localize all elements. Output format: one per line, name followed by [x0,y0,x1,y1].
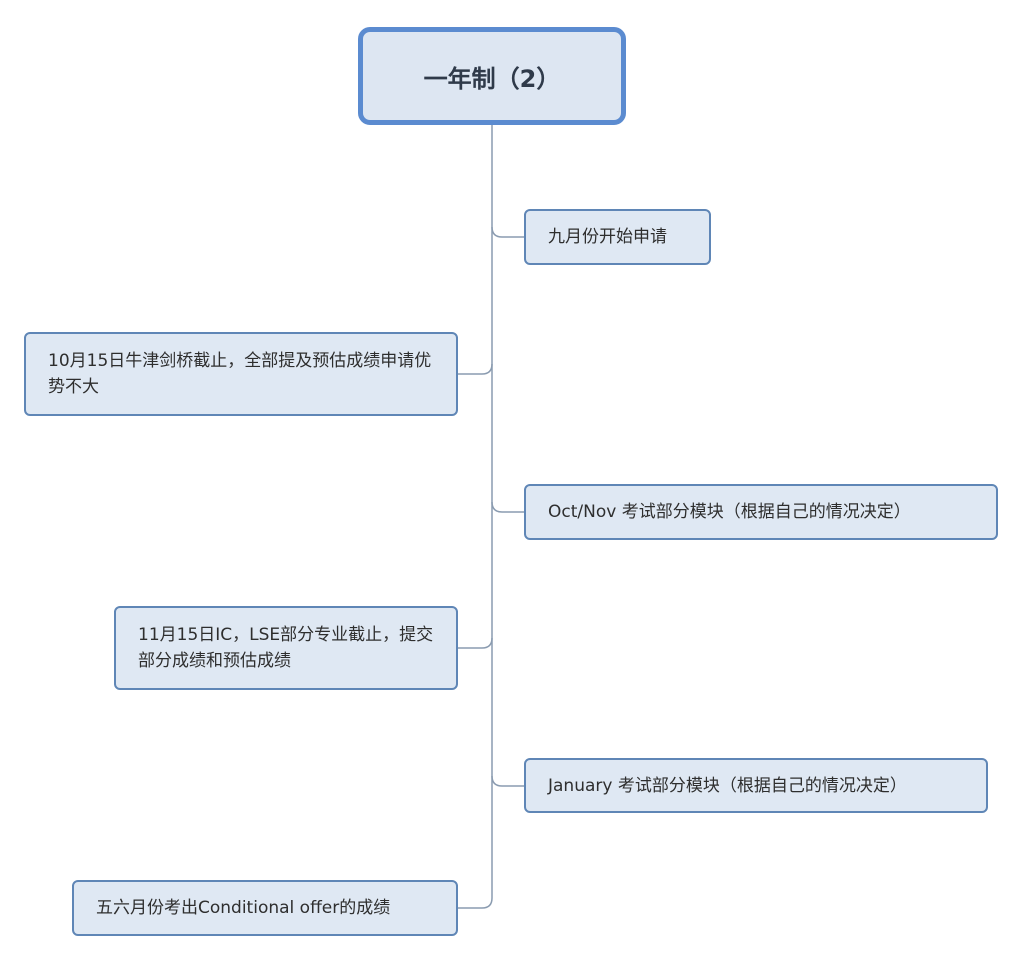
root-topic-label: 一年制（2） [423,64,561,93]
topic-oxbridge-deadline[interactable]: 10月15日牛津剑桥截止，全部提及预估成绩申请优势不大 [24,332,458,416]
spine-line [458,125,493,909]
topic-label: 11月15日IC，LSE部分专业截止，提交部分成绩和预估成绩 [138,625,434,671]
connector-5 [491,775,524,787]
connector-1 [491,226,524,238]
topic-conditional-offer[interactable]: 五六月份考出Conditional offer的成绩 [72,880,458,936]
topic-september-apply[interactable]: 九月份开始申请 [524,209,711,265]
topic-ic-lse-deadline[interactable]: 11月15日IC，LSE部分专业截止，提交部分成绩和预估成绩 [114,606,458,690]
topic-label: January 考试部分模块（根据自己的情况决定） [548,775,907,796]
topic-january-exams[interactable]: January 考试部分模块（根据自己的情况决定） [524,758,988,813]
connector-3 [491,501,524,513]
connector-4 [458,637,493,649]
topic-label: Oct/Nov 考试部分模块（根据自己的情况决定） [548,502,911,522]
topic-label: 五六月份考出Conditional offer的成绩 [96,898,391,918]
connector-2 [458,363,493,375]
root-topic[interactable]: 一年制（2） [358,27,626,125]
topic-label: 10月15日牛津剑桥截止，全部提及预估成绩申请优势不大 [48,351,432,397]
topic-oct-nov-exams[interactable]: Oct/Nov 考试部分模块（根据自己的情况决定） [524,484,998,540]
topic-label: 九月份开始申请 [548,227,667,247]
